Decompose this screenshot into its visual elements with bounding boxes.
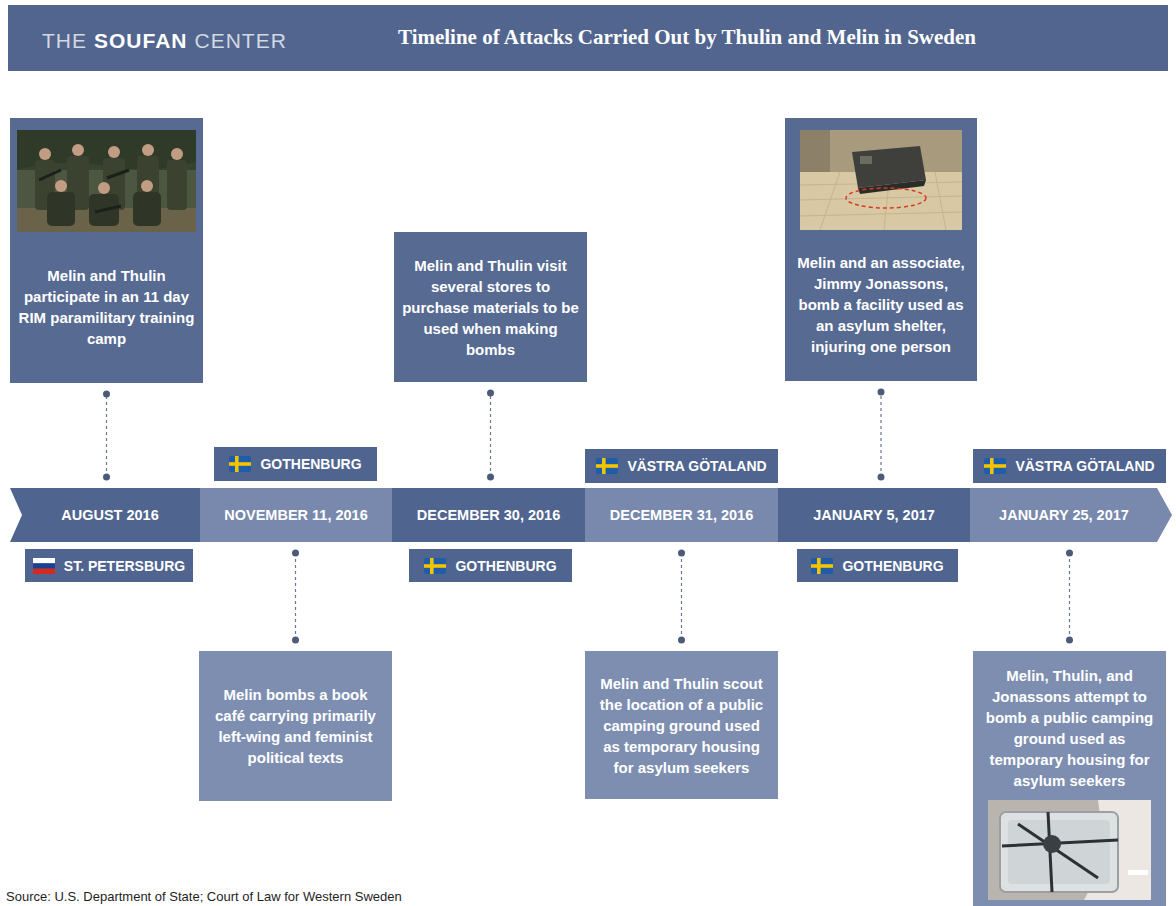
flag-icon [596,458,618,474]
logo-word: SOUFAN [94,29,188,53]
event-box: Melin and an associate, Jimmy Jonassons,… [785,118,977,381]
leader-dot [878,474,885,481]
location-tag: GOTHENBURG [409,549,572,582]
event-text: Melin bombs a book café carrying primari… [207,684,384,768]
flag-field [984,458,1006,474]
location-tag: GOTHENBURG [214,447,377,481]
leader-line [490,393,491,477]
date-label: NOVEMBER 11, 2016 [224,507,367,523]
logo-word: THE [42,29,87,53]
leader-dot [487,390,494,397]
leader-dot [678,637,685,644]
timeline-segment: NOVEMBER 11, 2016 [200,488,392,542]
leader-line [681,553,682,640]
flag-stripe [33,563,55,568]
logo-word: CENTER [195,29,287,53]
training-camp-photo [17,130,196,232]
event-text: Melin, Thulin, and Jonassons attempt to … [981,665,1158,791]
flag-field [424,558,446,574]
location-tag: VÄSTRA GÖTALAND [585,449,778,483]
flag-field [596,458,618,474]
location-tag: ST. PETERSBURG [25,549,193,582]
flag-icon [424,558,446,574]
leader-dot [1066,637,1073,644]
location-name: ST. PETERSBURG [64,558,185,574]
logo: THE SOUFAN CENTER [42,29,287,53]
location-name: VÄSTRA GÖTALAND [1015,458,1154,474]
flag-icon [229,456,251,472]
event-text: Melin and an associate, Jimmy Jonassons,… [793,252,969,357]
flag-icon [811,558,833,574]
event-box: Melin and Thulin participate in an 11 da… [10,118,203,383]
location-tag: VÄSTRA GÖTALAND [973,449,1166,483]
leader-dot [878,389,885,396]
leader-dot [1066,550,1073,557]
event-text: Melin and Thulin visit several stores to… [402,255,579,360]
location-name: GOTHENBURG [455,558,556,574]
flag-cross [229,462,251,466]
event-box: Melin and Thulin scout the location of a… [585,651,778,799]
device-photo [988,800,1151,900]
flag-icon [984,458,1006,474]
location-tag: GOTHENBURG [797,549,958,582]
leader-line [880,392,881,477]
date-label: AUGUST 2016 [61,507,159,523]
event-box: Melin, Thulin, and Jonassons attempt to … [973,651,1166,906]
date-label: DECEMBER 31, 2016 [610,507,753,523]
leader-dot [292,637,299,644]
shelter-photo [800,130,962,230]
event-box: Melin and Thulin visit several stores to… [394,232,587,382]
date-label: DECEMBER 30, 2016 [417,507,560,523]
leader-dot [103,391,110,398]
flag-stripe [33,558,55,563]
flag-stripe [33,568,55,573]
leader-dot [487,474,494,481]
timeline-segment: JANUARY 5, 2017 [778,488,970,542]
leader-line [1069,553,1070,640]
flag-cross [424,564,446,568]
leader-dot [678,550,685,557]
leader-dot [103,474,110,481]
leader-dot [292,550,299,557]
title-band: THE SOUFAN CENTER Timeline of Attacks Carr… [8,5,1168,71]
flag-field [811,558,833,574]
location-name: VÄSTRA GÖTALAND [627,458,766,474]
flag-icon [33,558,55,574]
date-label: JANUARY 25, 2017 [999,507,1129,523]
timeline-segment: AUGUST 2016 [10,488,200,542]
leader-line [295,553,296,640]
flag-cross [984,464,1006,468]
location-name: GOTHENBURG [260,456,361,472]
timeline-segment: DECEMBER 30, 2016 [392,488,585,542]
leader-line [106,394,107,477]
location-name: GOTHENBURG [842,558,943,574]
chart-title: Timeline of Attacks Carried Out by Thuli… [398,25,976,50]
event-box: Melin bombs a book café carrying primari… [199,651,392,801]
date-label: JANUARY 5, 2017 [813,507,935,523]
timeline-segment: DECEMBER 31, 2016 [585,488,778,542]
flag-cross [811,564,833,568]
event-text: Melin and Thulin participate in an 11 da… [18,265,195,349]
event-text: Melin and Thulin scout the location of a… [593,673,770,778]
source-note: Source: U.S. Department of State; Court … [6,889,402,904]
flag-cross [596,464,618,468]
timeline-segment: JANUARY 25, 2017 [970,488,1172,542]
flag-field [229,456,251,472]
